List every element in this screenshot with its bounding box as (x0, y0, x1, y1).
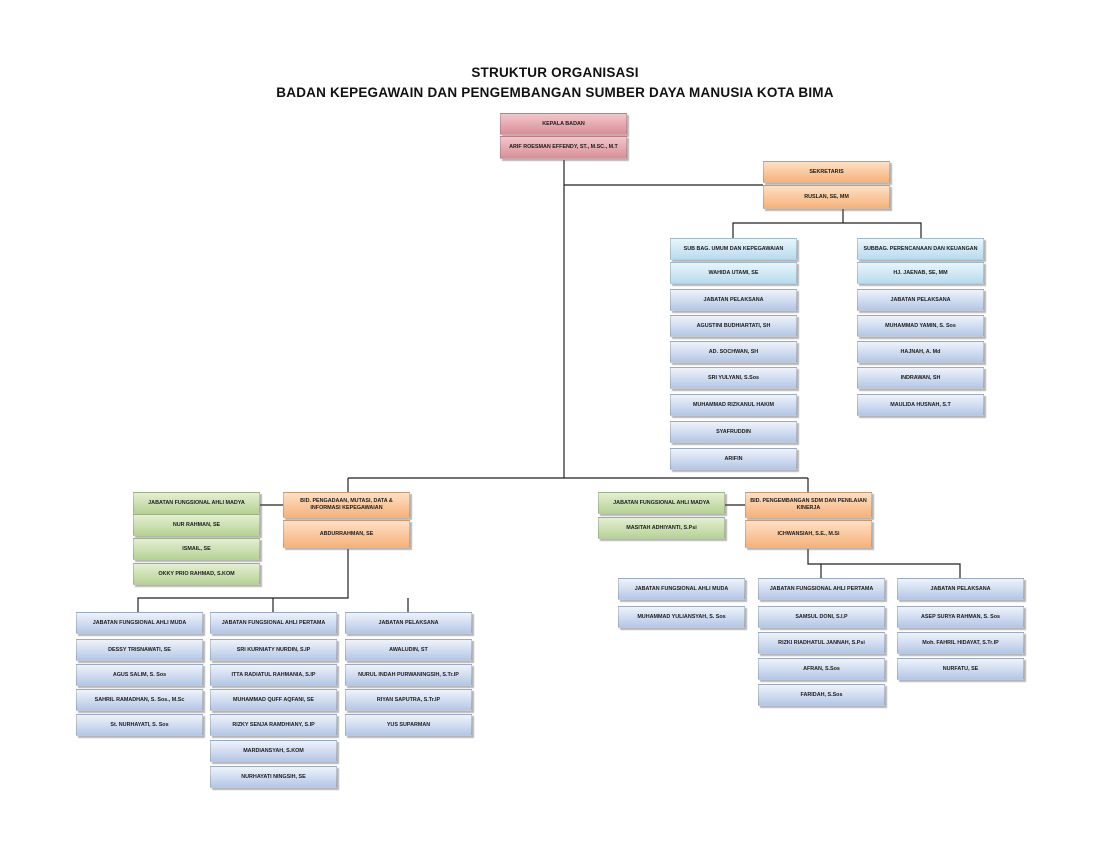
bid-pengembangan-role: BID. PENGEMBANGAN SDM DAN PENILAIAN KINE… (745, 492, 872, 518)
list-item: SRI KURNIATY NURDIN, S.IP (210, 639, 337, 661)
list-item: AWALUDIN, ST (345, 639, 472, 661)
list-item: NUR RAHMAN, SE (133, 514, 260, 536)
chart-title: STRUKTUR ORGANISASI (471, 65, 639, 80)
chart-subtitle: BADAN KEPEGAWAIN DAN PENGEMBANGAN SUMBER… (276, 85, 834, 100)
list-item: AFRAN, S.Sos (758, 658, 885, 680)
subbag-umum-name: WAHIDA UTAMI, SE (670, 262, 797, 284)
list-item: Moh. FAHRIL HIDAYAT, S.Tr.IP (897, 632, 1024, 654)
list-item: SAMSUL DONI, S.I.P (758, 606, 885, 628)
list-item: AGUS SALIM, S. Sos (76, 664, 203, 686)
list-item: NURFATU, SE (897, 658, 1024, 680)
bid-pengembangan-name: ICHWANSIAH, S.E., M.Si (745, 520, 872, 548)
list-item: MUHAMMAD YAMIN, S. Sos (857, 315, 984, 337)
list-item: DESSY TRISNAWATI, SE (76, 639, 203, 661)
list-item: SYAFRUDDIN (670, 421, 797, 443)
list-item: St. NURHAYATI, S. Sos (76, 714, 203, 736)
list-item: RIYAN SAPUTRA, S.Tr.IP (345, 689, 472, 711)
pengembangan-muda-label: JABATAN FUNGSIONAL AHLI MUDA (618, 578, 745, 600)
subbag-umum-role: SUB BAG. UMUM DAN KEPEGAWAIAN (670, 238, 797, 260)
kepala-role: KEPALA BADAN (500, 113, 627, 135)
pengadaan-pertama-label: JABATAN FUNGSIONAL AHLI PERTAMA (210, 612, 337, 634)
list-item: MUHAMMAD YULIANSYAH, S. Sos (618, 606, 745, 628)
list-item: MUHAMMAD RIZKANUL HAKIM (670, 394, 797, 416)
list-item: HAJNAH, A. Md (857, 341, 984, 363)
sekretaris-name: RUSLAN, SE, MM (763, 185, 890, 209)
pengembangan-madya-label: JABATAN FUNGSIONAL AHLI MADYA (598, 492, 725, 514)
list-item: RIZKI RIADHATUL JANNAH, S.Psi (758, 632, 885, 654)
sekretaris-role: SEKRETARIS (763, 161, 890, 183)
list-item: AGUSTINI BUDHIARTATI, SH (670, 315, 797, 337)
list-item: MAULIDA HUSNAH, S.T (857, 394, 984, 416)
kepala-name: ARIF ROESMAN EFFENDY, ST., M.Sc., M.T (500, 136, 627, 159)
pengembangan-pelaksana-label: JABATAN PELAKSANA (897, 578, 1024, 600)
list-item: OKKY PRIO RAHMAD, S.KOM (133, 563, 260, 585)
pengadaan-muda-label: JABATAN FUNGSIONAL AHLI MUDA (76, 612, 203, 634)
list-item: SAHRIL RAMADHAN, S. Sos., M.Sc (76, 689, 203, 711)
subbag-umum-pelaksana: JABATAN PELAKSANA (670, 289, 797, 311)
list-item: ITTA RADIATUL RAHMANIA, S.IP (210, 664, 337, 686)
subbag-perencanaan-pelaksana: JABATAN PELAKSANA (857, 289, 984, 311)
list-item: FARIDAH, S.Sos (758, 684, 885, 706)
pengadaan-madya-label: JABATAN FUNGSIONAL AHLI MADYA (133, 492, 260, 514)
list-item: NURHAYATI NINGSIH, SE (210, 766, 337, 788)
pengadaan-pelaksana-label: JABATAN PELAKSANA (345, 612, 472, 634)
subbag-perencanaan-name: HJ. JAENAB, SE, MM (857, 262, 984, 284)
list-item: MASITAH ADHIYANTI, S.Psi (598, 517, 725, 539)
list-item: ISMAIL, SE (133, 538, 260, 560)
list-item: MUHAMMAD QUFF AQFANI, SE (210, 689, 337, 711)
list-item: NURUL INDAH PURWANINGSIH, S.Tr.IP (345, 664, 472, 686)
list-item: YUS SUPARMAN (345, 714, 472, 736)
list-item: RIZKY SENJA RAMDHIANY, S.IP (210, 714, 337, 736)
pengembangan-pertama-label: JABATAN FUNGSIONAL AHLI PERTAMA (758, 578, 885, 600)
bid-pengadaan-role: BID. PENGADAAN, MUTASI, DATA & INFORMASI… (283, 492, 410, 518)
list-item: ASEP SURYA RAHMAN, S. Sos (897, 606, 1024, 628)
list-item: INDRAWAN, SH (857, 367, 984, 389)
list-item: ARIFIN (670, 448, 797, 470)
list-item: AD. SOCHWAN, SH (670, 341, 797, 363)
subbag-perencanaan-role: SUBBAG. PERENCANAAN DAN KEUANGAN (857, 238, 984, 260)
list-item: SRI YULYANI, S.Sos (670, 367, 797, 389)
bid-pengadaan-name: ABDURRAHMAN, SE (283, 520, 410, 548)
list-item: MARDIANSYAH, S.KOM (210, 740, 337, 762)
